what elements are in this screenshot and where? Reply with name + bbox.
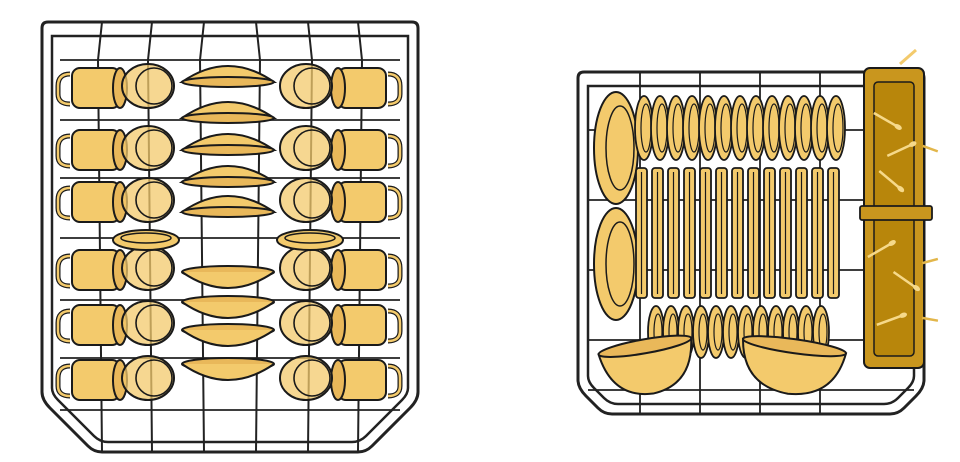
plate-icon <box>731 167 744 299</box>
saucer-icon <box>112 229 180 251</box>
bowl-icon <box>178 165 278 188</box>
glass-icon <box>279 63 333 109</box>
glass-icon <box>279 125 333 171</box>
upper-rack-inner-frame <box>50 34 410 444</box>
plate-icon <box>651 167 664 299</box>
mug-icon <box>330 67 403 109</box>
bowl-icon <box>178 101 278 124</box>
bowl-icon <box>742 335 848 396</box>
mug-icon <box>55 249 128 291</box>
glass-icon <box>121 245 175 291</box>
bowl-icon <box>181 357 275 381</box>
mug-icon <box>330 304 403 346</box>
mug-icon <box>330 359 403 401</box>
upper-rack <box>40 20 420 454</box>
plate-icon <box>707 305 725 359</box>
glass-icon <box>121 125 175 171</box>
lower-rack-inner-frame <box>586 84 916 406</box>
plate-icon <box>650 95 670 161</box>
bowl-icon <box>178 65 278 88</box>
plate-icon <box>763 167 776 299</box>
plate-icon <box>779 167 792 299</box>
mug-icon <box>330 129 403 171</box>
mug-icon <box>55 67 128 109</box>
glass-icon <box>121 177 175 223</box>
glass-icon <box>279 245 333 291</box>
mug-icon <box>55 359 128 401</box>
cutlery-basket <box>859 48 933 369</box>
mug-icon <box>330 249 403 291</box>
lower-rack <box>576 48 939 416</box>
bowl-icon <box>597 334 693 396</box>
plate-icon <box>722 305 740 359</box>
cutlery-icon <box>867 111 939 326</box>
plate-icon <box>692 305 710 359</box>
mug-icon <box>330 181 403 223</box>
glass-icon <box>279 300 333 346</box>
plate-icon <box>715 167 728 299</box>
mug-icon <box>55 181 128 223</box>
bowl-icon <box>178 195 278 218</box>
glass-icon <box>279 355 333 401</box>
plate-icon <box>635 167 648 299</box>
bowl-icon <box>181 265 275 289</box>
bowl-icon <box>181 295 275 319</box>
mug-icon <box>55 129 128 171</box>
plate-icon <box>827 167 840 299</box>
bowl-icon <box>181 323 275 347</box>
plate-icon <box>699 167 712 299</box>
plate-icon <box>683 167 696 299</box>
plate-icon <box>795 167 808 299</box>
glass-icon <box>121 300 175 346</box>
glass-icon <box>279 177 333 223</box>
plate-icon <box>826 95 846 161</box>
mug-icon <box>55 304 128 346</box>
plate-icon <box>747 167 760 299</box>
bowl-icon <box>178 133 278 156</box>
upper-rack-frame <box>40 20 420 454</box>
glass-icon <box>121 355 175 401</box>
glass-icon <box>121 63 175 109</box>
plate-icon <box>593 207 639 321</box>
saucer-icon <box>276 229 344 251</box>
plate-icon <box>593 91 639 205</box>
plate-icon <box>811 167 824 299</box>
plate-icon <box>667 167 680 299</box>
